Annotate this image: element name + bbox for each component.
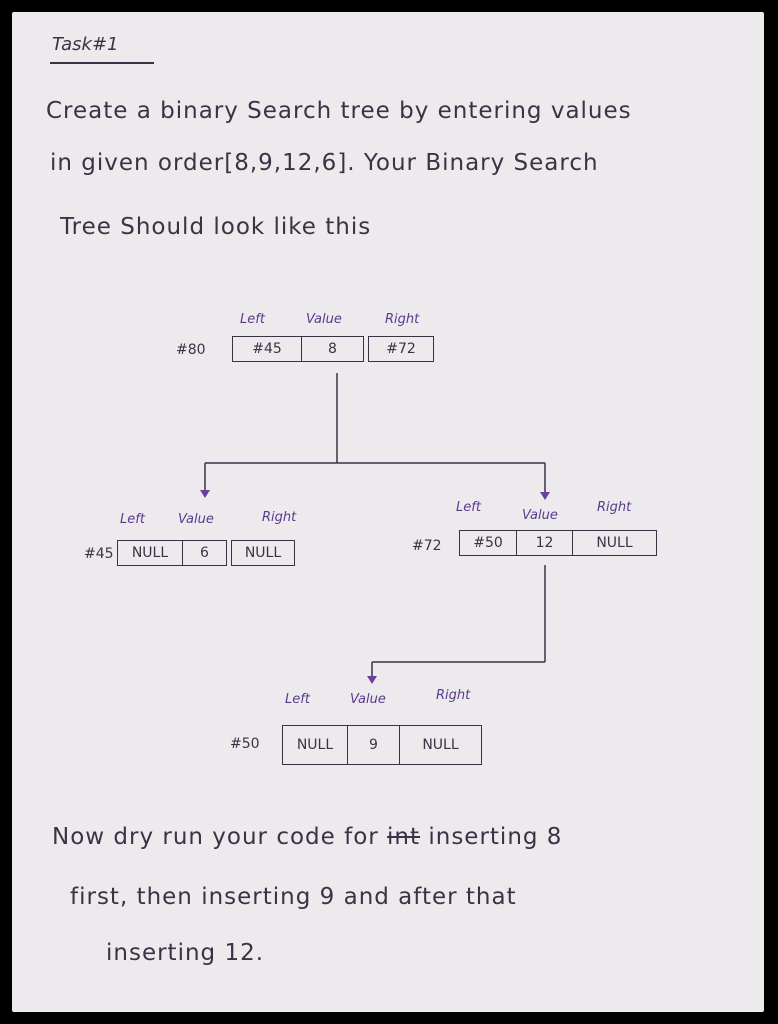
root-right-label: Right: [385, 312, 420, 327]
root-left-label: Left: [240, 312, 265, 327]
title-underline: [50, 62, 154, 64]
outro-line-1-prefix: Now dry run your code for: [52, 824, 379, 850]
worksheet-paper: [12, 12, 764, 1012]
root-value-label: Value: [306, 312, 342, 327]
grandchild-right-label: Right: [436, 688, 471, 703]
left-child-left-pointer: NULL: [117, 540, 183, 566]
grandchild-left-label: Left: [285, 692, 310, 707]
right-child-value: 12: [517, 530, 573, 556]
outro-line-3: inserting 12.: [106, 940, 265, 966]
grandchild-value-label: Value: [350, 692, 386, 707]
root-value: 8: [302, 336, 364, 362]
left-child-left-label: Left: [120, 512, 145, 527]
right-child-left-label: Left: [456, 500, 481, 515]
root-right-pointer: #72: [368, 336, 434, 362]
right-child-node: #50 12 NULL: [459, 530, 657, 556]
right-child-left-pointer: #50: [459, 530, 517, 556]
left-child-value: 6: [183, 540, 227, 566]
right-child-right-pointer: NULL: [573, 530, 657, 556]
grandchild-right-pointer: NULL: [400, 725, 482, 765]
outro-line-1: Now dry run your code for int inserting …: [52, 824, 562, 850]
intro-line-1: Create a binary Search tree by entering …: [46, 98, 632, 124]
intro-line-3: Tree Should look like this: [60, 214, 372, 240]
left-child-right-label: Right: [262, 510, 297, 525]
right-child-right-label: Right: [597, 500, 632, 515]
left-child-value-label: Value: [178, 512, 214, 527]
task-title: Task#1: [52, 34, 119, 55]
outro-line-1-suffix: inserting 8: [428, 824, 563, 850]
right-child-address: #72: [412, 538, 442, 554]
root-node: #45 8 #72: [232, 336, 434, 362]
grandchild-address: #50: [230, 736, 260, 752]
outro-line-2: first, then inserting 9 and after that: [70, 884, 517, 910]
root-address: #80: [176, 342, 206, 358]
root-left-pointer: #45: [232, 336, 302, 362]
grandchild-node: NULL 9 NULL: [282, 725, 482, 765]
left-child-right-pointer: NULL: [231, 540, 295, 566]
right-child-value-label: Value: [522, 508, 558, 523]
left-child-address: #45: [84, 546, 114, 562]
intro-line-2: in given order[8,9,12,6]. Your Binary Se…: [50, 150, 599, 176]
grandchild-value: 9: [348, 725, 400, 765]
left-child-node: NULL 6 NULL: [117, 540, 295, 566]
grandchild-left-pointer: NULL: [282, 725, 348, 765]
outro-line-1-struck: int: [387, 824, 421, 850]
